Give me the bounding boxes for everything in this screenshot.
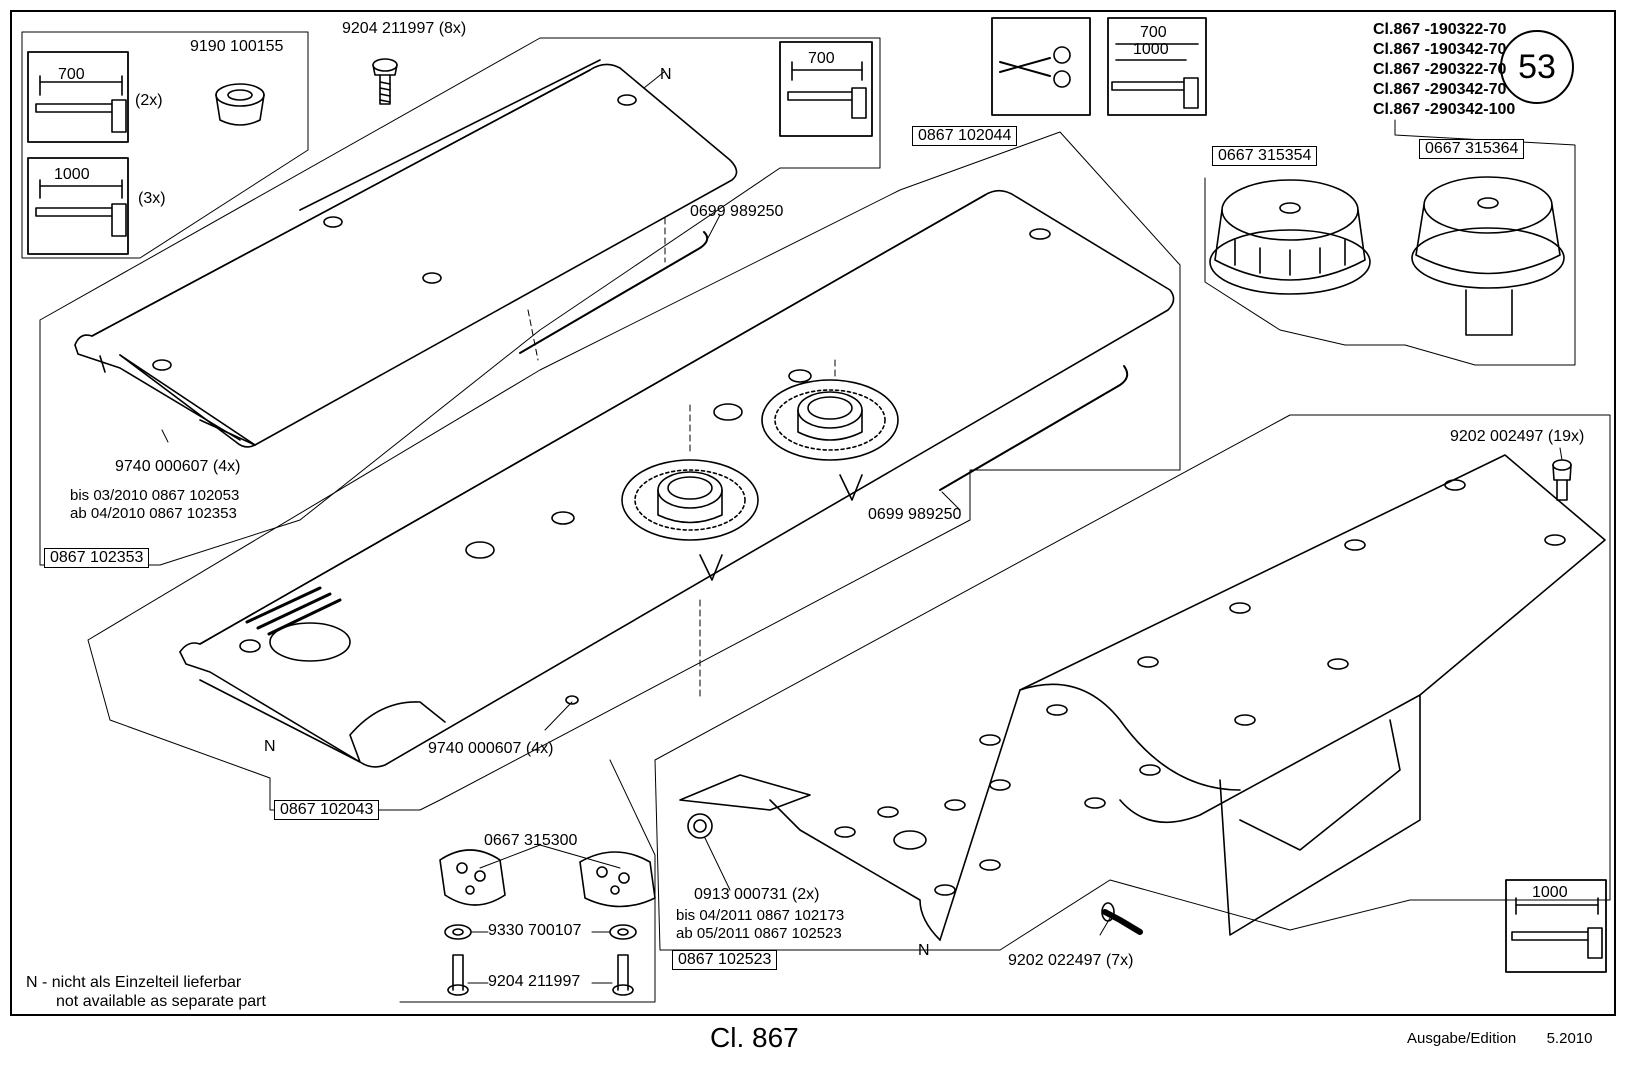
middle-group-outline [87,131,1181,811]
part-number-box: 0867 102044 [912,126,1018,146]
length-inset-1000 [27,157,129,255]
model-item: Cl.867 -190342-70 [1373,41,1507,58]
length-700-label-c: 700 [1140,24,1167,41]
cam-plate-left [439,849,506,906]
footer-model: Cl. 867 [710,1022,799,1053]
not-available-marker: N [264,738,276,755]
version-note-after: ab 05/2011 0867 102523 [676,925,842,942]
model-list: Cl.867 -190322-70 Cl.867 -190342-70 Cl.8… [1373,20,1515,120]
part-number-box: 0867 102523 [672,950,778,970]
edition-date: 5.2010 [1546,1030,1593,1047]
bushing-part [215,83,265,126]
base-plate [679,454,1606,941]
part-number-label: 9330 700107 [488,922,582,939]
quantity-2x-label: (2x) [135,92,163,109]
screw-bottom-right [612,954,634,996]
model-item: Cl.867 -290342-100 [1373,101,1516,118]
legend-note-german: N - nicht als Einzelteil lieferbar [26,974,242,991]
washer-left [444,924,472,940]
screw-bottom-left [447,954,469,996]
quantity-3x-label: (3x) [138,190,166,207]
scissors-inset [991,17,1091,116]
knob-0667-315364 [1411,176,1565,336]
screw-part [372,58,398,105]
part-number-label: 9204 211997 (8x) [342,20,467,37]
length-inset-700 [27,51,129,143]
page-number: 53 [1500,30,1574,104]
not-available-marker: N [918,942,930,959]
knob-0667-315354 [1209,179,1371,295]
part-number-label: 0913 000731 (2x) [694,886,820,903]
leader-lines [161,71,1563,984]
part-number-box: 0867 102353 [44,548,150,568]
part-number-label: 9202 002497 (19x) [1450,428,1585,445]
footer-edition: Ausgabe/Edition 5.2010 [1407,1030,1592,1047]
part-number-label: 9202 022497 (7x) [1008,952,1134,969]
length-700-label: 700 [58,66,85,83]
length-inset-1000-b [1505,879,1607,973]
length-inset-700-b [779,41,873,137]
part-number-label: 9190 100155 [190,38,284,55]
edition-label: Ausgabe/Edition [1407,1030,1517,1047]
dial-left [621,459,759,581]
part-number-box: 0667 315354 [1212,146,1318,166]
part-number-label: 9740 000607 (4x) [115,458,241,475]
part-number-label: 9204 211997 [488,973,581,990]
rod-upper [519,231,709,354]
legend-note-english: not available as separate part [56,993,266,1010]
version-note-before: bis 03/2010 0867 102053 [70,487,240,504]
model-item: Cl.867 -290322-70 [1373,61,1507,78]
length-1000-label-c: 1000 [1133,41,1169,58]
upper-left-cover [74,59,738,448]
base-group-outline [654,414,1611,951]
model-item: Cl.867 -190322-70 [1373,21,1507,38]
screw-9202-022497 [1101,902,1143,935]
middle-cover [179,189,1175,768]
inset-group-outline [21,31,309,259]
part-number-label: 0699 989250 [690,203,784,220]
length-1000-label-d: 1000 [1532,884,1568,901]
length-700-label-b: 700 [808,50,835,67]
part-number-label: 0667 315300 [484,832,578,849]
part-number-box: 0867 102043 [274,800,380,820]
screw-9202-002497 [1552,459,1572,501]
length-1000-label: 1000 [54,166,90,183]
version-note-before: bis 04/2011 0867 102173 [676,907,845,924]
dial-right [761,379,899,501]
version-note-after: ab 04/2010 0867 102353 [70,505,237,522]
length-inset-700-1000 [1107,17,1207,116]
part-number-label: 9740 000607 (4x) [428,740,554,757]
rod-lower [939,365,1129,491]
not-available-marker: N [660,66,672,83]
part-number-box: 0667 315364 [1419,139,1525,159]
model-item: Cl.867 -290342-70 [1373,81,1507,98]
part-number-label: 0699 989250 [868,506,962,523]
drawing-frame [10,10,1616,1016]
washer-right [609,924,637,940]
